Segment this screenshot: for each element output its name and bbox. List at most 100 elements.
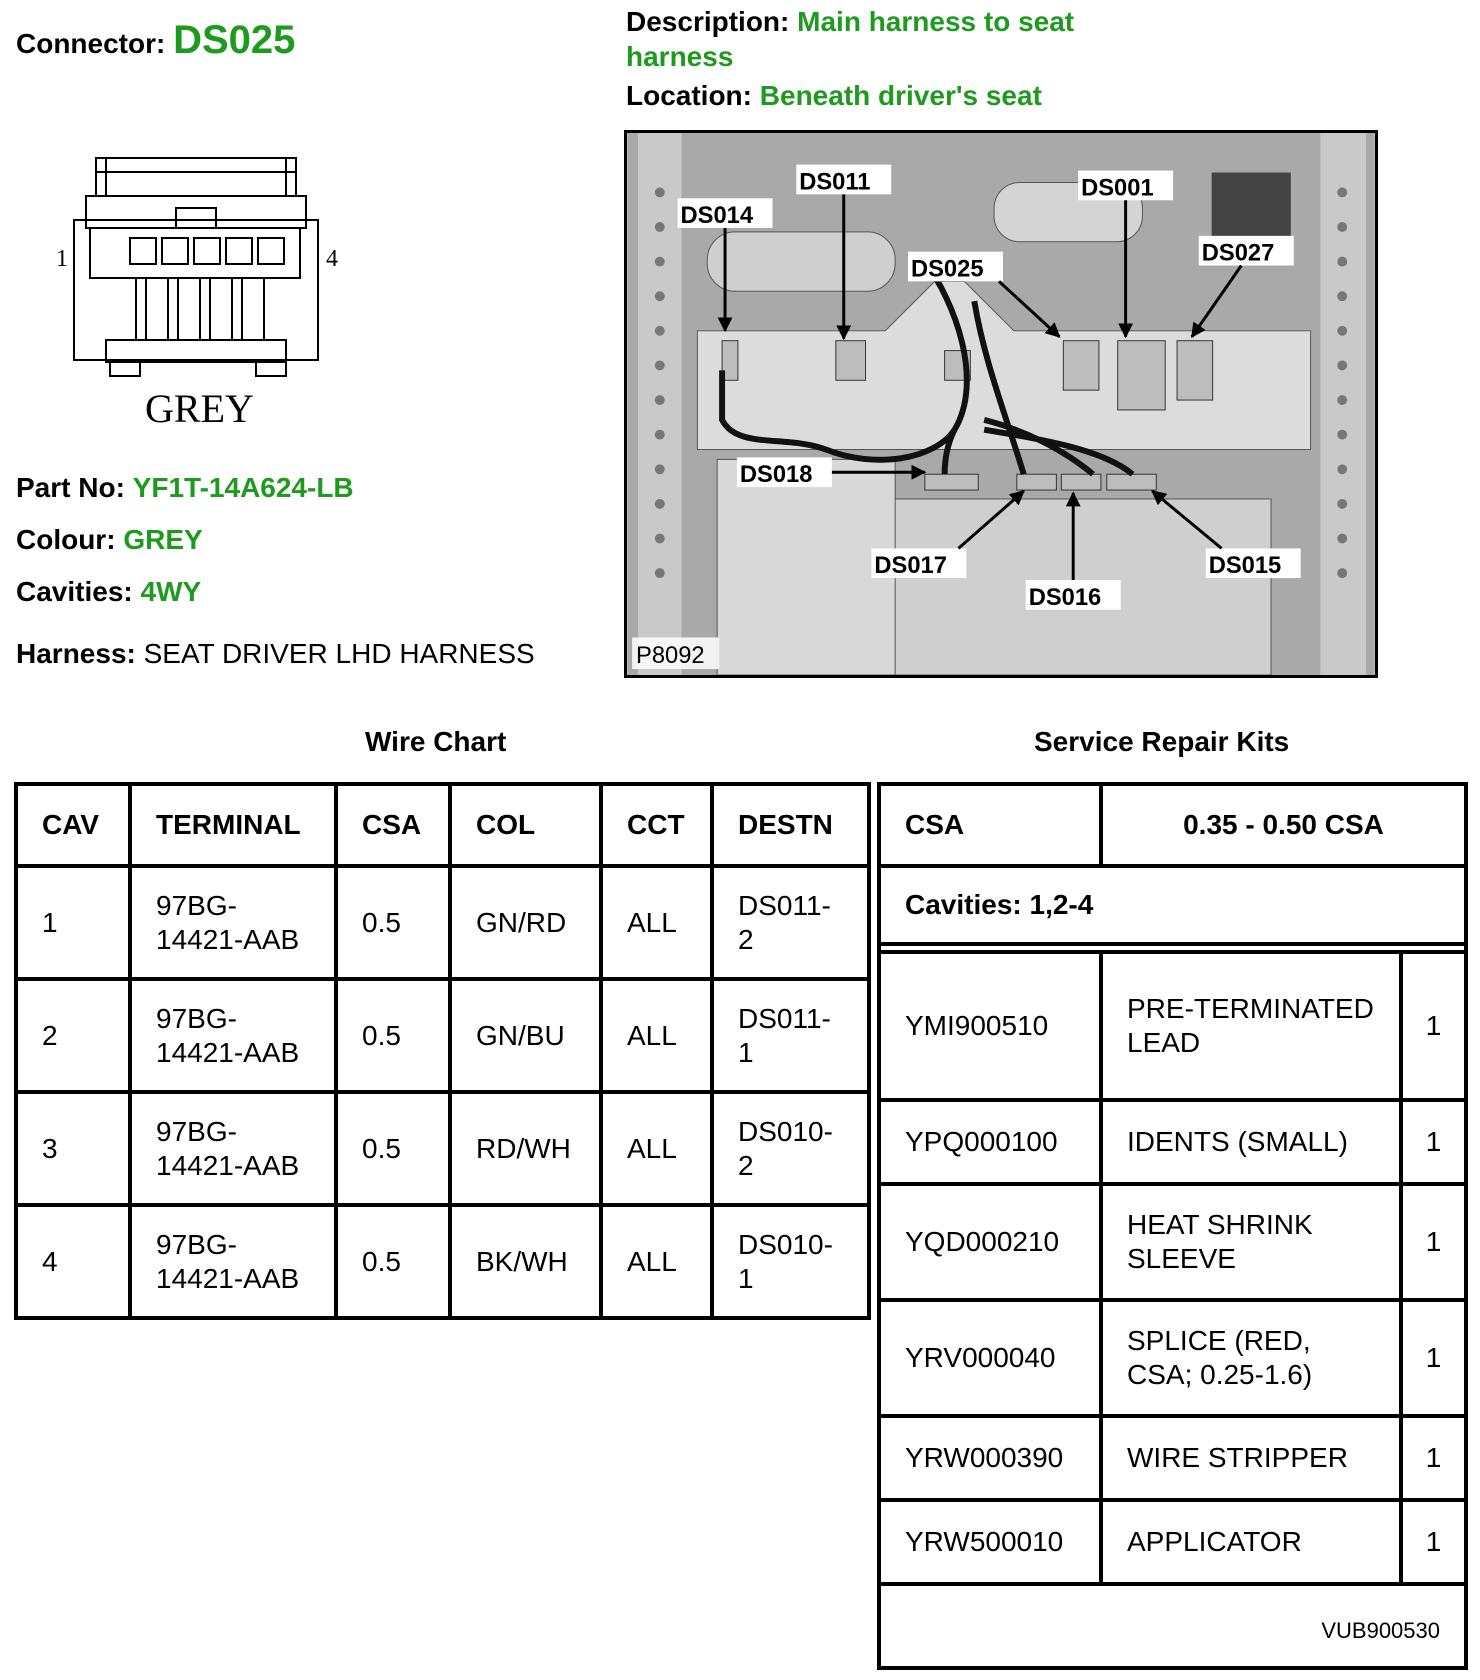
wire-chart-title: Wire Chart: [365, 726, 507, 757]
table-row: 2 97BG-14421-AAB 0.5 GN/BU ALL DS011-1: [14, 977, 871, 1094]
callout-ds017: DS017: [874, 553, 947, 579]
callout-ds014: DS014: [681, 203, 754, 229]
table-row: 1 97BG-14421-AAB 0.5 GN/RD ALL DS011-2: [14, 864, 871, 981]
kit-description: WIRE STRIPPER: [1099, 1414, 1403, 1502]
cell-cct: ALL: [599, 1203, 714, 1320]
table-row: YRW000390 WIRE STRIPPER 1: [881, 1414, 1464, 1502]
cell-terminal: 97BG-14421-AAB: [128, 864, 338, 981]
kit-description: PRE-TERMINATED LEAD: [1099, 950, 1403, 1102]
cell-terminal: 97BG-14421-AAB: [128, 1203, 338, 1320]
connector-heading: Connector: DS025: [16, 18, 295, 63]
cavities: Cavities: 4WY: [16, 576, 201, 608]
colour-value: GREY: [123, 524, 203, 555]
table-row: YRV000040 SPLICE (RED, CSA; 0.25-1.6) 1: [881, 1298, 1464, 1418]
part-number-label: Part No:: [16, 472, 125, 503]
kit-part-number: YRV000040: [881, 1298, 1103, 1418]
connector-id: DS025: [173, 18, 296, 62]
cell-cct: ALL: [599, 977, 714, 1094]
connector-colour-label: GREY: [145, 386, 254, 431]
cell-cct: ALL: [599, 1090, 714, 1207]
description: Description: Main harness to seat harnes…: [626, 4, 1186, 74]
wire-chart-header: CAV TERMINAL CSA COL CCT DESTN: [14, 782, 871, 868]
part-number-value: YF1T-14A624-LB: [132, 472, 354, 503]
cavities-label: Cavities:: [16, 576, 133, 607]
header-csa: CSA: [334, 782, 452, 868]
callout-ds016: DS016: [1029, 585, 1102, 611]
cell-cav: 3: [14, 1090, 132, 1207]
cell-cav: 2: [14, 977, 132, 1094]
cell-terminal: 97BG-14421-AAB: [128, 977, 338, 1094]
cell-col: BK/WH: [448, 1203, 603, 1320]
kit-quantity: 1: [1399, 1098, 1464, 1186]
callout-ds011: DS011: [799, 169, 870, 195]
cell-destn: DS010-2: [710, 1090, 871, 1207]
cell-csa: 0.5: [334, 1090, 452, 1207]
cell-csa: 0.5: [334, 864, 452, 981]
kits-cavities-row: Cavities: 1,2-4: [881, 864, 1464, 946]
cell-destn: DS011-1: [710, 977, 871, 1094]
header-terminal: TERMINAL: [128, 782, 338, 868]
table-row: YPQ000100 IDENTS (SMALL) 1: [881, 1098, 1464, 1186]
kit-description: SPLICE (RED, CSA; 0.25-1.6): [1099, 1298, 1403, 1418]
kit-part-number: YQD000210: [881, 1182, 1103, 1302]
location-label: Location:: [626, 80, 752, 111]
kit-quantity: 1: [1399, 950, 1464, 1102]
header-cct: CCT: [599, 782, 714, 868]
callout-ds025: DS025: [911, 256, 984, 282]
service-repair-kits-panel: CSA 0.35 - 0.50 CSA Cavities: 1,2-4 YMI9…: [877, 782, 1468, 1670]
colour-label: Colour:: [16, 524, 116, 555]
kits-title: Service Repair Kits: [1034, 726, 1290, 757]
table-row: 4 97BG-14421-AAB 0.5 BK/WH ALL DS010-1: [14, 1203, 871, 1320]
table-row: 3 97BG-14421-AAB 0.5 RD/WH ALL DS010-2: [14, 1090, 871, 1207]
description-label: Description:: [626, 6, 790, 37]
pin-4-label: 4: [326, 246, 338, 272]
kit-description: IDENTS (SMALL): [1099, 1098, 1403, 1186]
header-col: COL: [448, 782, 603, 868]
cell-cct: ALL: [599, 864, 714, 981]
cell-cav: 1: [14, 864, 132, 981]
kit-part-number: YRW500010: [881, 1498, 1103, 1586]
kits-table: CSA 0.35 - 0.50 CSA Cavities: 1,2-4 YMI9…: [881, 786, 1464, 1586]
callout-ds027: DS027: [1202, 241, 1275, 267]
kit-part-number: YRW000390: [881, 1414, 1103, 1502]
cell-destn: DS010-1: [710, 1203, 871, 1320]
cavities-value: 4WY: [140, 576, 202, 607]
kits-header-row: CSA 0.35 - 0.50 CSA: [881, 786, 1464, 868]
kit-part-number: YPQ000100: [881, 1098, 1103, 1186]
pin-1-label: 1: [56, 246, 68, 272]
description-value: Main harness to seat harness: [626, 6, 1075, 72]
harness-label: Harness:: [16, 638, 136, 669]
table-row: YQD000210 HEAT SHRINK SLEEVE 1: [881, 1182, 1464, 1302]
location-value: Beneath driver's seat: [759, 80, 1042, 111]
header-cav: CAV: [14, 782, 132, 868]
cell-csa: 0.5: [334, 1203, 452, 1320]
kit-quantity: 1: [1399, 1498, 1464, 1586]
callout-ds001: DS001: [1081, 175, 1154, 201]
table-row: YRW500010 APPLICATOR 1: [881, 1498, 1464, 1586]
part-number: Part No: YF1T-14A624-LB: [16, 472, 354, 504]
cell-csa: 0.5: [334, 977, 452, 1094]
location: Location: Beneath driver's seat: [626, 80, 1042, 112]
kit-quantity: 1: [1399, 1182, 1464, 1302]
connector-label: Connector:: [16, 28, 166, 59]
cell-col: RD/WH: [448, 1090, 603, 1207]
cell-destn: DS011-2: [710, 864, 871, 981]
photo-ref: P8092: [636, 643, 705, 669]
callout-ds018: DS018: [740, 462, 813, 488]
cell-col: GN/BU: [448, 977, 603, 1094]
harness: Harness: SEAT DRIVER LHD HARNESS: [16, 638, 535, 670]
cell-terminal: 97BG-14421-AAB: [128, 1090, 338, 1207]
kit-quantity: 1: [1399, 1414, 1464, 1502]
colour: Colour: GREY: [16, 524, 203, 556]
cell-col: GN/RD: [448, 864, 603, 981]
table-row: YMI900510 PRE-TERMINATED LEAD 1: [881, 950, 1464, 1102]
kit-description: APPLICATOR: [1099, 1498, 1403, 1586]
header-destn: DESTN: [710, 782, 871, 868]
kits-cavities-text: Cavities: 1,2-4: [881, 864, 1464, 946]
cell-cav: 4: [14, 1203, 132, 1320]
location-photo: DS011 DS014 DS001 DS027 DS025 DS018 DS01…: [624, 130, 1378, 678]
kit-description: HEAT SHRINK SLEEVE: [1099, 1182, 1403, 1302]
kit-part-number: YMI900510: [881, 950, 1103, 1102]
kits-csa-value: 0.35 - 0.50 CSA: [1099, 786, 1464, 868]
harness-value: SEAT DRIVER LHD HARNESS: [143, 638, 535, 669]
